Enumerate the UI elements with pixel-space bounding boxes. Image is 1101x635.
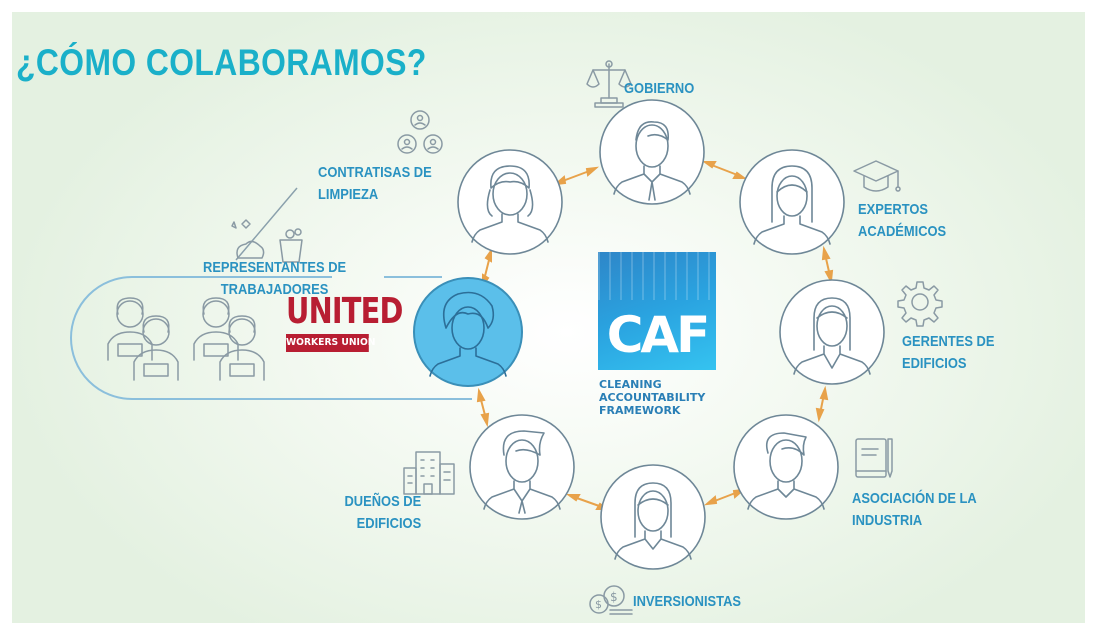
- label-representantes-line-2: TRABAJADORES: [220, 281, 329, 298]
- circle-asociacion: [733, 414, 839, 520]
- worker-figure-2: [133, 315, 179, 381]
- label-inversionistas-line-1: INVERSIONISTAS: [633, 593, 741, 610]
- arrow-contratistas-gobierno: [552, 166, 600, 186]
- arrow-asociacion-inversionistas: [703, 488, 747, 506]
- label-contratistas-line-2: LIMPIEZA: [318, 186, 379, 203]
- connection-arrows: [476, 161, 834, 510]
- stakeholder-diagram: $ $: [70, 60, 943, 615]
- label-inversionistas: INVERSIONISTAS: [633, 591, 741, 613]
- cleaning-supplies-icon: [231, 219, 303, 263]
- slide-background: ¿CÓMO COLABORAMOS?: [12, 12, 1085, 623]
- svg-text:$: $: [610, 590, 618, 604]
- caf-subtitle-line-3: FRAMEWORK: [599, 404, 681, 417]
- caf-logo-stripes: [598, 252, 716, 300]
- label-gerentes-line-1: GERENTES DE: [902, 333, 995, 350]
- worker-group-pill: [70, 276, 472, 400]
- person-avatar-duenos: [483, 430, 561, 514]
- uwu-logo-line-2: WORKERS UNION: [286, 334, 375, 352]
- label-duenos-line-2: EDIFICIOS: [356, 515, 421, 532]
- gear-icon: [897, 281, 943, 327]
- label-asociacion: ASOCIACIÓN DE LA INDUSTRIA: [852, 488, 977, 532]
- uwu-logo-line-1: UNITED: [286, 291, 403, 332]
- label-contratistas: CONTRATISAS DE LIMPIEZA: [318, 162, 432, 206]
- label-gerentes-line-2: EDIFICIOS: [902, 355, 967, 372]
- circle-expertos: [739, 149, 845, 255]
- node-circles: [413, 99, 885, 570]
- person-avatar-contratistas: [471, 165, 549, 243]
- graduation-cap-icon: [853, 160, 901, 192]
- buildings-icon: [403, 451, 455, 495]
- arrow-gobierno-expertos: [701, 161, 748, 179]
- label-gerentes: GERENTES DE EDIFICIOS: [902, 331, 994, 375]
- label-expertos-line-1: EXPERTOS: [858, 201, 929, 218]
- people-network-icon: [397, 110, 443, 154]
- label-expertos-line-2: ACADÉMICOS: [858, 223, 947, 240]
- circle-duenos: [469, 414, 575, 520]
- notebook-icon: [855, 438, 893, 478]
- caf-logo: CAF: [598, 252, 716, 370]
- caf-subtitle-line-1: CLEANING: [599, 378, 662, 391]
- worker-figure-4: [219, 315, 265, 381]
- page-title: ¿CÓMO COLABORAMOS?: [16, 42, 427, 83]
- person-avatars: [429, 121, 871, 560]
- person-avatar-asociacion: [747, 432, 825, 510]
- united-workers-union-logo: UNITED WORKERS UNION: [286, 291, 403, 352]
- cleaning-broom-line: [235, 187, 298, 261]
- person-avatar-inversionistas: [614, 482, 692, 560]
- circle-gobierno: [599, 99, 705, 205]
- label-representantes: REPRESENTANTES DE TRABAJADORES: [203, 257, 346, 301]
- circle-gerentes: [779, 279, 885, 385]
- coins-icon: $ $: [589, 585, 633, 615]
- label-gobierno-line-1: GOBIERNO: [624, 80, 695, 97]
- arrow-expertos-gerentes: [821, 245, 834, 285]
- label-representantes-line-1: REPRESENTANTES DE: [203, 259, 347, 276]
- label-asociacion-line-1: ASOCIACIÓN DE LA: [852, 490, 977, 507]
- arrow-gerentes-asociacion: [815, 385, 829, 423]
- svg-text:$: $: [595, 598, 602, 611]
- scales-icon: [586, 60, 632, 108]
- label-expertos: EXPERTOS ACADÉMICOS: [858, 199, 946, 243]
- label-asociacion-line-2: INDUSTRIA: [852, 512, 923, 529]
- circle-inversionistas: [600, 464, 706, 570]
- person-avatar-representantes: [429, 291, 507, 377]
- caf-logo-text: CAF: [606, 306, 711, 364]
- caf-subtitle-line-2: ACCOUNTABILITY: [599, 391, 706, 404]
- person-avatar-expertos: [753, 165, 831, 245]
- label-duenos-line-1: DUEÑOS DE: [344, 493, 421, 510]
- label-contratistas-line-1: CONTRATISAS DE: [318, 164, 432, 181]
- circle-representantes: [413, 277, 523, 387]
- worker-figure-1: [107, 297, 153, 361]
- worker-figure-3: [193, 297, 239, 361]
- person-avatar-gerentes: [793, 297, 871, 375]
- worker-group-icon: [107, 297, 265, 381]
- label-gobierno: GOBIERNO: [624, 78, 694, 100]
- person-avatar-gobierno: [613, 121, 691, 201]
- caf-subtitle: CLEANING ACCOUNTABILITY FRAMEWORK: [599, 378, 705, 417]
- arrow-duenos-representantes: [476, 387, 490, 428]
- label-duenos: DUEÑOS DE EDIFICIOS: [344, 491, 421, 535]
